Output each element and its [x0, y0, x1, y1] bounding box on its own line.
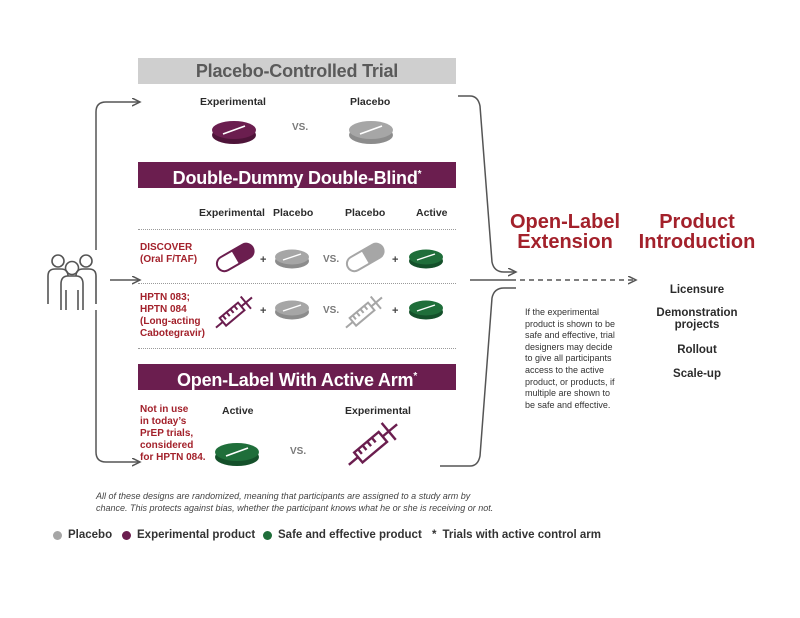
- merge-from-active: [440, 287, 516, 467]
- legend-asterisk: *: [432, 529, 437, 541]
- capsule-icon: [345, 242, 385, 273]
- tablet-pill-icon: [215, 443, 259, 466]
- double-blind-title: Double-Dummy Double-Blind: [172, 168, 418, 188]
- open-label-active-banner: Open-Label With Active Arm*: [138, 364, 456, 390]
- tablet-pill-icon: [275, 249, 309, 269]
- vs-label: VS.: [292, 122, 309, 133]
- merge-from-placebo: [458, 95, 516, 272]
- legend-label: Experimental product: [137, 529, 256, 541]
- legend-active-control: * Trials with active control arm: [432, 529, 601, 541]
- step-licensure: Licensure: [669, 284, 725, 296]
- header-placebo: Placebo: [345, 207, 386, 219]
- plus-sign: +: [260, 254, 267, 266]
- trial-hptn: HPTN 083; HPTN 084 (Long-acting Cabotegr…: [140, 292, 206, 339]
- tablet-pill-icon: [349, 121, 393, 144]
- double-blind-banner: Double-Dummy Double-Blind*: [138, 162, 456, 188]
- tablet-pill-icon: [275, 300, 309, 320]
- open-label-extension-text: If the experimental product is shown to …: [525, 307, 616, 410]
- step-scale-up: Scale-up: [673, 368, 721, 380]
- placebo-controlled-title: Placebo-Controlled Trial: [195, 61, 399, 81]
- plus-sign: +: [392, 305, 399, 317]
- plus-sign: +: [392, 254, 399, 266]
- header-active: Active: [416, 207, 448, 219]
- row-divider: [138, 283, 456, 284]
- open-label-active-title: Open-Label With Active Arm: [176, 370, 414, 390]
- vs-label: VS.: [323, 305, 340, 316]
- open-label-extension-title: Open-Label Extension: [509, 211, 620, 253]
- capsule-icon: [215, 242, 255, 273]
- label-placebo: Placebo: [350, 96, 391, 108]
- legend-dot-green: [263, 530, 272, 540]
- tablet-pill-icon: [212, 121, 256, 144]
- asterisk: *: [413, 371, 418, 382]
- header-experimental: Experimental: [199, 207, 265, 219]
- label-experimental: Experimental: [200, 96, 266, 108]
- syringe-icon: [345, 295, 383, 329]
- vs-label: VS.: [323, 254, 340, 265]
- legend-experimental: Experimental product: [122, 529, 255, 541]
- people-group-icon: [47, 254, 97, 310]
- legend-placebo: Placebo: [53, 529, 112, 541]
- legend-safe-effective: Safe and effective product: [263, 529, 422, 541]
- asterisk: *: [417, 169, 422, 180]
- legend-label: Safe and effective product: [278, 529, 422, 541]
- header-placebo: Placebo: [273, 207, 314, 219]
- placebo-controlled-banner: Placebo-Controlled Trial: [138, 58, 456, 84]
- legend-dot-gray: [53, 530, 62, 540]
- syringe-icon: [215, 295, 253, 329]
- legend-label: Trials with active control arm: [442, 529, 601, 541]
- arrow-to-placebo: [95, 102, 140, 250]
- plus-sign: +: [260, 305, 267, 317]
- tablet-pill-icon: [409, 249, 443, 269]
- randomization-footnote: All of these designs are randomized, mea…: [96, 491, 494, 513]
- step-rollout: Rollout: [677, 344, 717, 356]
- trial-discover: DISCOVER (Oral F/TAF): [140, 242, 198, 265]
- row-divider: [138, 229, 456, 230]
- legend-label: Placebo: [68, 529, 113, 541]
- legend-dot-purple: [122, 530, 131, 540]
- label-experimental: Experimental: [345, 405, 411, 417]
- syringe-icon: [348, 422, 398, 466]
- arrow-to-active: [95, 310, 140, 462]
- tablet-pill-icon: [409, 300, 443, 320]
- step-demonstration-projects: Demonstration projects: [656, 307, 738, 331]
- product-introduction-title: Product Introduction: [638, 211, 756, 253]
- label-active: Active: [222, 405, 254, 417]
- row-divider: [138, 348, 456, 349]
- vs-label: VS.: [290, 446, 307, 457]
- active-arm-note: Not in use in today’s PrEP trials, consi…: [140, 404, 206, 463]
